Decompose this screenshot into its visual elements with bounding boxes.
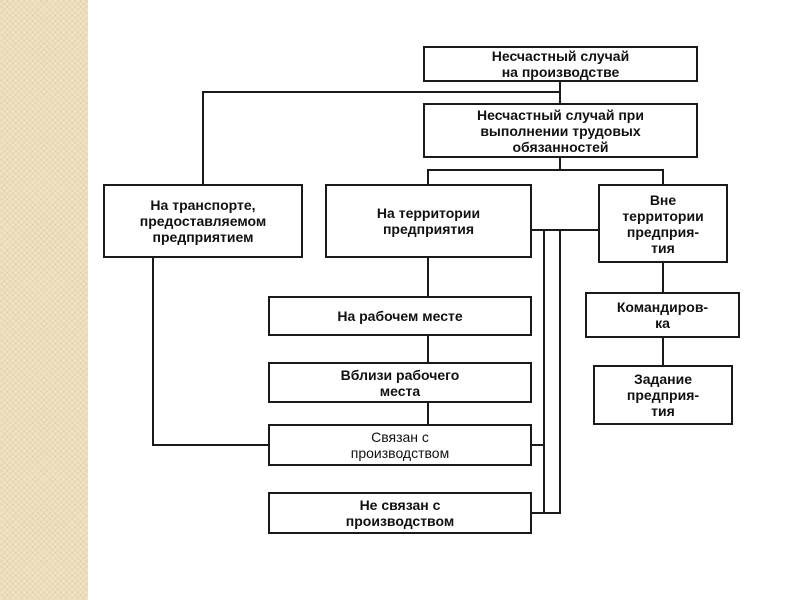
node-not-production-related-label: Не связан с производством	[345, 497, 455, 529]
node-business-trip-label: Командиров- ка	[616, 299, 709, 331]
node-accident-labor-duties-label: Несчастный случай при выполнении трудовы…	[477, 106, 644, 155]
node-transport-label: На транспорте, предоставляемом предприят…	[139, 197, 267, 245]
node-enterprise-territory-label: На территории предприятия	[376, 205, 481, 237]
node-near-workplace: Вблизи рабочего места	[268, 362, 532, 403]
node-workplace: На рабочем месте	[268, 296, 532, 336]
node-accident-at-work: Несчастный случай на производстве	[423, 46, 698, 82]
node-not-production-related: Не связан с производством	[268, 492, 532, 534]
decorative-side-strip	[0, 0, 88, 600]
node-accident-labor-duties: Несчастный случай при выполнении трудовы…	[423, 103, 698, 158]
node-business-trip: Командиров- ка	[585, 292, 740, 338]
node-outside-territory: Вне территории предприя- тия	[598, 184, 728, 263]
node-accident-at-work-label: Несчастный случай на производстве	[491, 48, 630, 80]
node-enterprise-task: Задание предприя- тия	[593, 365, 733, 425]
node-workplace-label: На рабочем месте	[337, 308, 463, 324]
node-near-workplace-label: Вблизи рабочего места	[340, 366, 460, 399]
node-outside-territory-label: Вне территории предприя- тия	[622, 191, 704, 256]
node-enterprise-territory: На территории предприятия	[325, 184, 532, 258]
node-production-related: Связан с производством	[268, 424, 532, 466]
node-enterprise-task-label: Задание предприя- тия	[626, 371, 700, 419]
node-transport: На транспорте, предоставляемом предприят…	[103, 184, 303, 258]
node-production-related-label: Связан с производством	[350, 429, 450, 461]
